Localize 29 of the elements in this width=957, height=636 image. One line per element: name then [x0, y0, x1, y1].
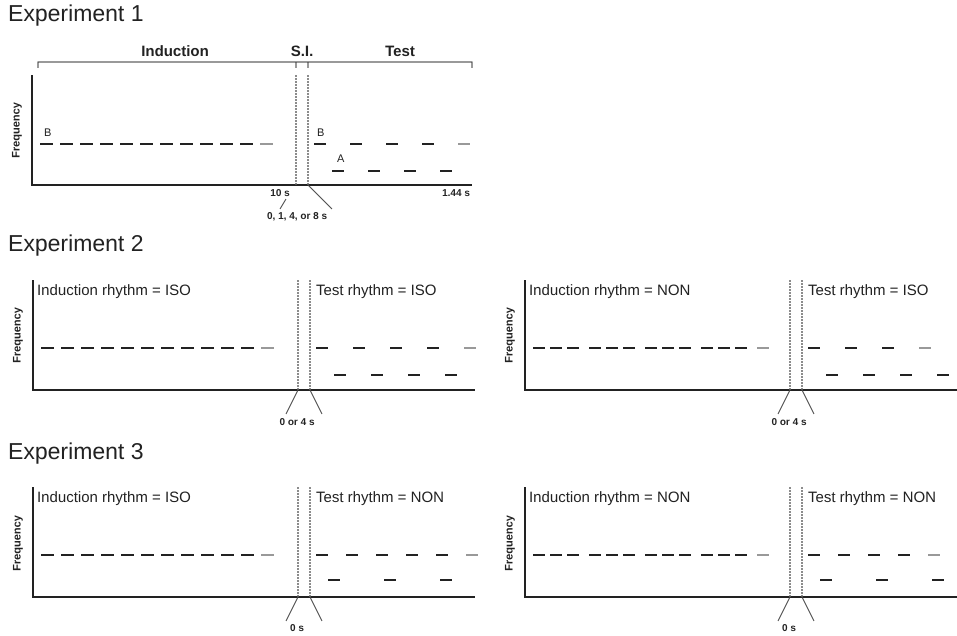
axis-label: Frequency: [12, 307, 24, 363]
phase-label: Induction: [141, 44, 209, 59]
axis-label: Frequency: [504, 515, 516, 571]
rhythm-label: Induction rhythm = ISO: [37, 490, 191, 505]
time-label: 1.44 s: [442, 189, 470, 199]
time-label: 10 s: [270, 189, 290, 199]
axis-label: Frequency: [504, 307, 516, 363]
rhythm-label: Test rhythm = ISO: [316, 283, 436, 298]
rhythm-label: Test rhythm = NON: [808, 490, 936, 505]
rhythm-label: Induction rhythm = ISO: [37, 283, 191, 298]
experiment-heading: Experiment 1: [8, 2, 144, 25]
tone-label: A: [337, 154, 344, 165]
tone-label: B: [317, 128, 324, 139]
phase-label: S.I.: [290, 44, 314, 59]
rhythm-label: Induction rhythm = NON: [529, 490, 690, 505]
tone-label: B: [44, 128, 52, 139]
experiment-heading: Experiment 3: [8, 440, 144, 463]
time-label: 0 s: [782, 624, 796, 634]
axis-label: Frequency: [12, 102, 22, 158]
time-label: 0, 1, 4, or 8 s: [266, 212, 328, 222]
rhythm-label: Test rhythm = NON: [316, 490, 444, 505]
time-label: 0 s: [290, 624, 304, 634]
time-label: 0 or 4 s: [771, 418, 807, 428]
axis-label: Frequency: [12, 515, 24, 571]
rhythm-label: Induction rhythm = NON: [529, 283, 690, 298]
time-label: 0 or 4 s: [279, 418, 315, 428]
experiment-heading: Experiment 2: [8, 232, 144, 255]
rhythm-label: Test rhythm = ISO: [808, 283, 928, 298]
phase-label: Test: [385, 44, 415, 59]
